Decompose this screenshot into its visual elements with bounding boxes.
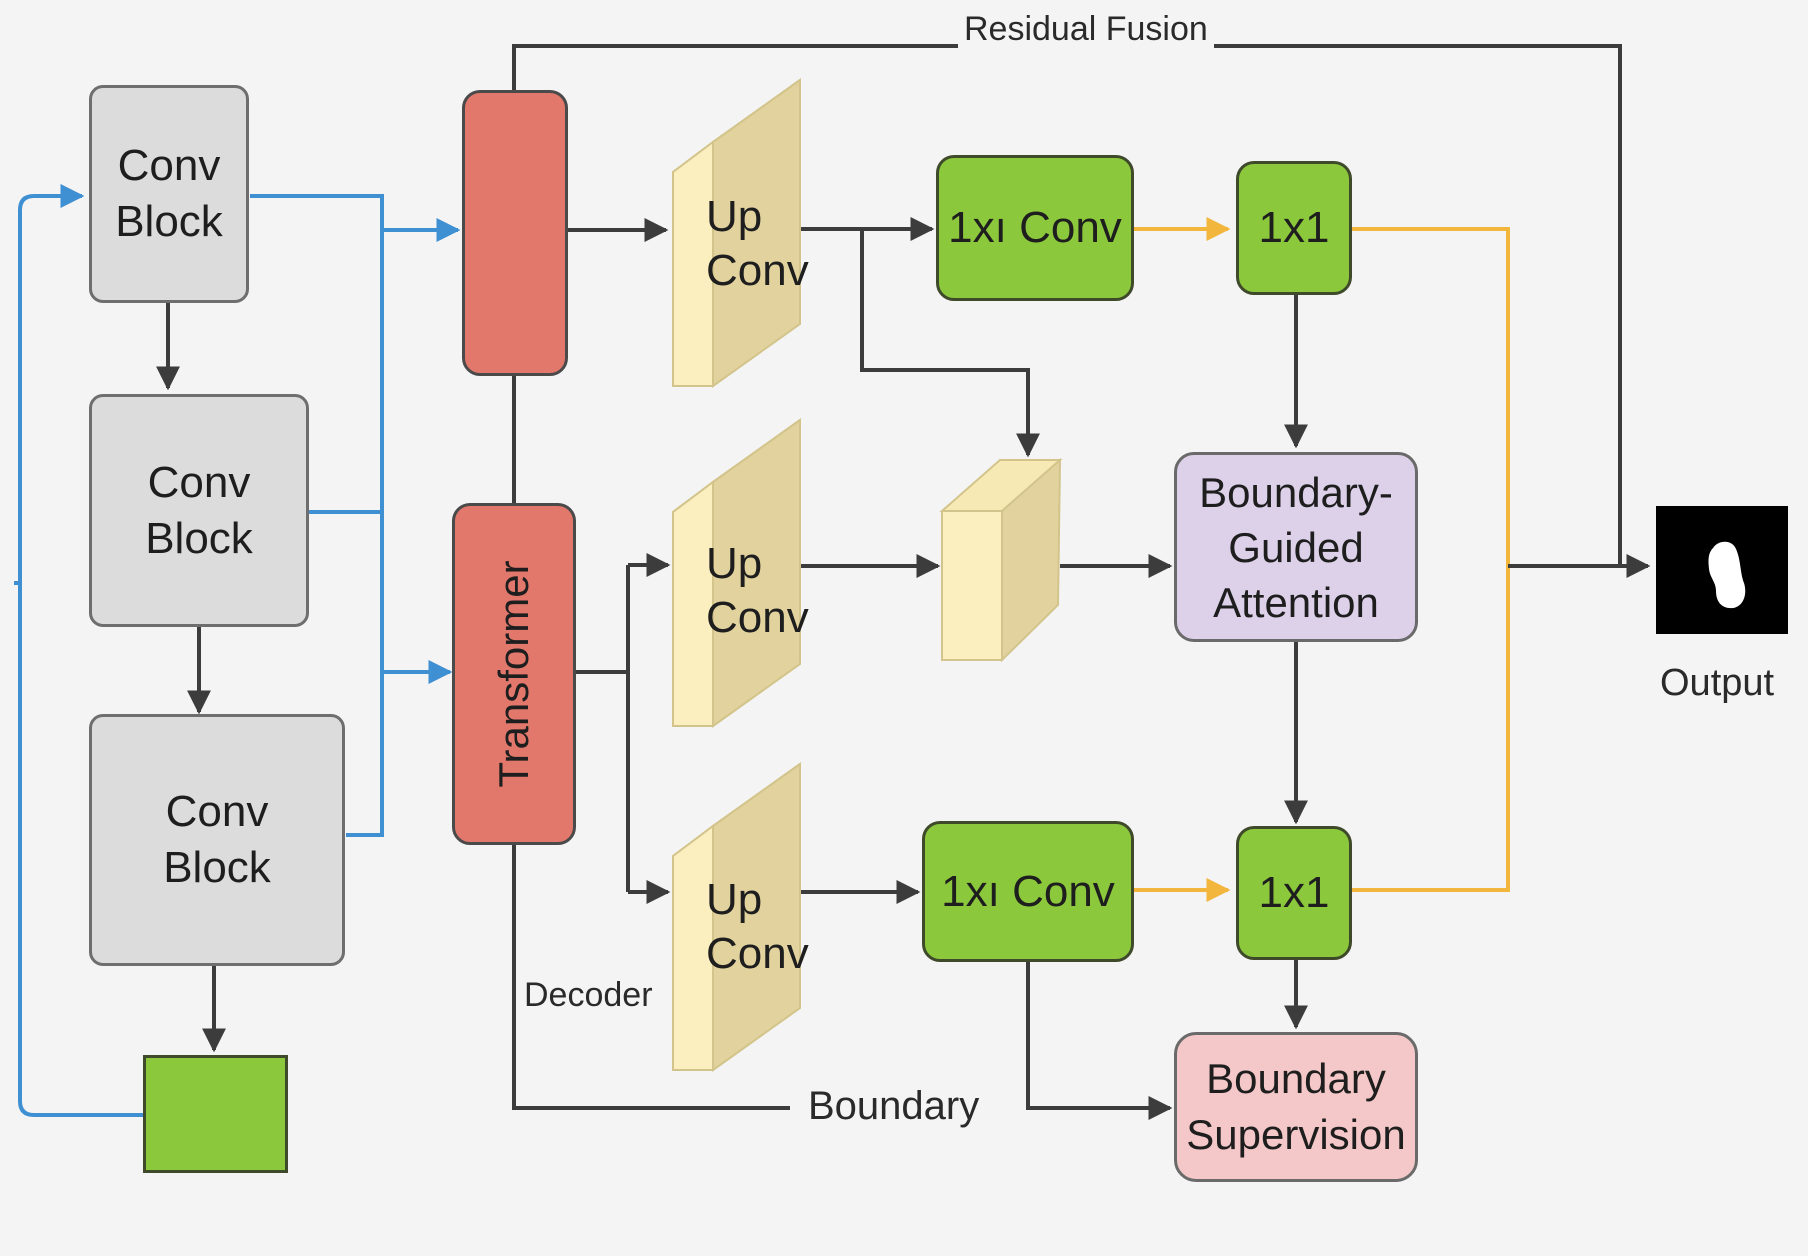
upconv-bot-slab: [672, 762, 801, 1072]
bottleneck-block: [143, 1055, 288, 1173]
boundary-guided-attention: Boundary- Guided Attention: [1174, 452, 1418, 642]
skip-bus: [250, 194, 384, 837]
upconv-top-slab: [672, 78, 801, 388]
conv-1x1-top: 1xı Conv: [936, 155, 1134, 301]
skip-loop-bottleneck: [18, 184, 143, 1117]
transformer-branch: [576, 563, 668, 894]
boundary-label: Boundary: [800, 1084, 988, 1129]
upconv-mid-label: Up Conv: [706, 539, 809, 642]
upconv-mid-slab: [672, 418, 801, 728]
conv-block-3: Conv Block: [89, 714, 345, 966]
small-1x1-top: 1x1: [1236, 161, 1352, 295]
transformer-block: Transformer: [452, 503, 576, 845]
arrow-conv-to-supervision: [1026, 962, 1173, 1120]
conv-block-1: Conv Block: [89, 85, 249, 303]
conv-block-2: Conv Block: [89, 394, 309, 627]
fusion-bus: [1352, 227, 1510, 892]
residual-fusion-label: Residual Fusion: [958, 10, 1214, 49]
upconv-bot-label: Up Conv: [706, 875, 809, 978]
output-label: Output: [1660, 662, 1775, 704]
boundary-line: [512, 845, 790, 1110]
transformer-label: Transformer: [490, 560, 537, 788]
decoder-label: Decoder: [524, 976, 653, 1014]
conv-1x1-bot: 1xı Conv: [922, 821, 1134, 962]
red-feature-block: [462, 90, 568, 376]
boundary-supervision: Boundary Supervision: [1174, 1032, 1418, 1182]
arrow-to-feature-cube: [860, 229, 1040, 458]
small-1x1-bot: 1x1: [1236, 826, 1352, 960]
output-mask-image: [1656, 506, 1788, 634]
upconv-top-label: Up Conv: [706, 192, 809, 295]
feature-cube: [939, 457, 1063, 663]
